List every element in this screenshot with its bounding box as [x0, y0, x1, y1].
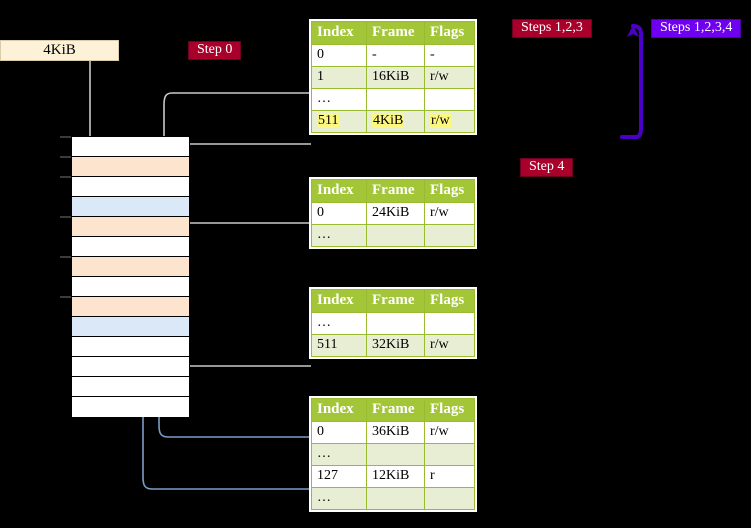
table-cell: … — [311, 88, 367, 111]
column-header: Index — [311, 398, 367, 422]
table-cell — [366, 224, 425, 247]
table-cell: … — [311, 312, 367, 335]
column-header: Frame — [366, 289, 425, 313]
table-cell: 511 — [311, 110, 367, 133]
column-header: Flags — [424, 289, 475, 313]
table-cell — [424, 312, 475, 335]
memory-cell — [72, 217, 189, 237]
table-cell: 36KiB — [366, 421, 425, 444]
memory-cell — [72, 277, 189, 297]
size-label-box: 4KiB — [0, 40, 119, 61]
column-header: Index — [311, 289, 367, 313]
table-cell: 32KiB — [366, 334, 425, 357]
column-header: Frame — [366, 179, 425, 203]
table3-row511-connector — [172, 306, 311, 367]
column-header: Flags — [424, 179, 475, 203]
table-cell: … — [311, 487, 367, 510]
table-row: … — [311, 487, 475, 510]
table-cell: r/w — [424, 202, 475, 225]
table-cell: 24KiB — [366, 202, 425, 225]
memory-cell — [72, 197, 189, 217]
table-cell: r/w — [424, 421, 475, 444]
memory-cell — [72, 337, 189, 357]
column-header: Index — [311, 179, 367, 203]
table-cell: - — [424, 44, 475, 67]
size-label-text: 4KiB — [43, 42, 76, 58]
badge-steps-1-2-3-4: Steps 1,2,3,4 — [651, 19, 742, 38]
table-cell: 0 — [311, 421, 367, 444]
table-cell — [424, 88, 475, 111]
table-cell: r/w — [424, 334, 475, 357]
memory-cell — [72, 177, 189, 197]
memory-cell — [72, 237, 189, 257]
table-cell: … — [311, 443, 367, 466]
table-row: 511 4KiB r/w — [311, 110, 475, 133]
highlighted-value: 511 — [317, 113, 340, 128]
memory-cell — [72, 377, 189, 397]
table-cell: … — [311, 224, 367, 247]
badge-step-0: Step 0 — [188, 41, 242, 60]
column-header: Flags — [424, 21, 475, 45]
table-cell: 1 — [311, 66, 367, 89]
table-cell — [424, 443, 475, 466]
table-cell: 4KiB — [366, 110, 425, 133]
table-cell — [366, 443, 425, 466]
highlighted-value: 4KiB — [372, 113, 405, 128]
table-cell: 0 — [311, 44, 367, 67]
table-row: … — [311, 88, 475, 111]
table-cell: r/w — [424, 66, 475, 89]
table-cell — [424, 224, 475, 247]
table-row: … — [311, 224, 475, 247]
memory-cell — [72, 297, 189, 317]
table-cell: 511 — [311, 334, 367, 357]
table-cell: r — [424, 465, 475, 488]
table-cell: 127 — [311, 465, 367, 488]
table-cell — [366, 487, 425, 510]
column-header: Frame — [366, 21, 425, 45]
table2-row0-connector — [179, 222, 311, 252]
table-row: … — [311, 312, 475, 335]
memory-cell — [72, 357, 189, 377]
table-cell: r/w — [424, 110, 475, 133]
table-cell — [366, 312, 425, 335]
memory-cell — [72, 157, 189, 177]
column-header: Flags — [424, 398, 475, 422]
table-row: … — [311, 443, 475, 466]
memory-cell — [72, 137, 189, 157]
badge-step-4: Step 4 — [520, 158, 574, 177]
table-cell: 16KiB — [366, 66, 425, 89]
column-header: Index — [311, 21, 367, 45]
memory-column — [71, 136, 190, 417]
highlighted-value: r/w — [430, 113, 451, 128]
memory-cell — [72, 397, 189, 417]
table1-row511-connector — [174, 143, 311, 164]
table-cell — [424, 487, 475, 510]
steps-purple-arrow — [620, 24, 643, 139]
badge-steps-1-2-3: Steps 1,2,3 — [512, 19, 592, 38]
table-cell: 12KiB — [366, 465, 425, 488]
table-row: 0-- — [311, 44, 475, 67]
table-cell — [366, 88, 425, 111]
table-cell: - — [366, 44, 425, 67]
memory-cell — [72, 257, 189, 277]
column-header: Frame — [366, 398, 425, 422]
memory-cell — [72, 317, 189, 337]
table-cell: 0 — [311, 202, 367, 225]
